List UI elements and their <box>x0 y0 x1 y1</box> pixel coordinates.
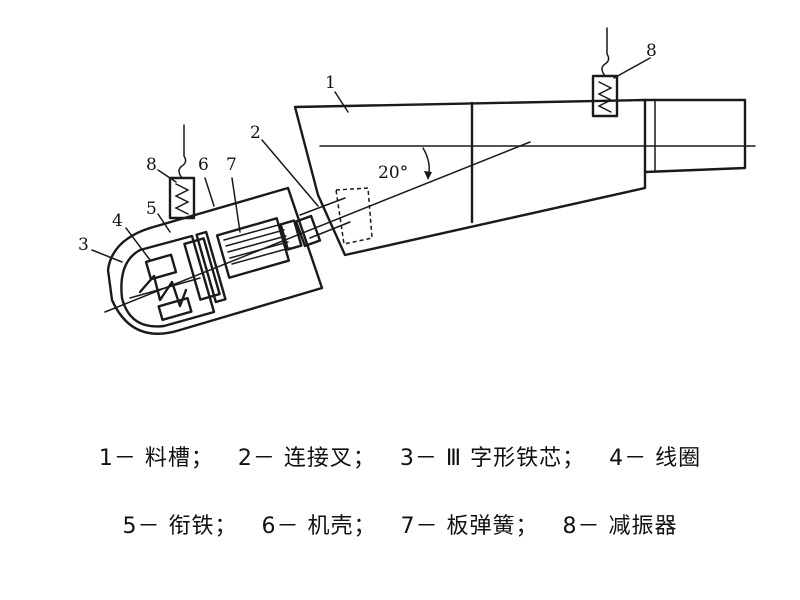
core-block-top <box>144 253 178 281</box>
legend-item: 1－ 料槽； <box>98 446 214 471</box>
legend-item: 4－ 线圈 <box>609 446 702 471</box>
legend-item: 3－ Ⅲ 字形铁芯； <box>399 446 586 471</box>
absorber-box <box>591 74 619 118</box>
armature-block <box>183 237 221 301</box>
leader-1 <box>334 91 349 113</box>
legend-row-2: 5－ 衔铁； 6－ 机壳； 7－ 板弹簧； 8－ 减振器 <box>0 508 800 540</box>
spring-clamp <box>279 219 303 251</box>
callout-2: 2 <box>250 123 261 143</box>
housing-inner-chamber <box>120 234 216 328</box>
callout-6: 6 <box>198 155 209 175</box>
leader-5 <box>157 213 171 233</box>
suspension-hook <box>178 124 187 179</box>
angle-arrowhead <box>424 171 432 180</box>
spring-leaf <box>223 223 283 241</box>
callout-8-left: 8 <box>146 155 157 175</box>
connecting-fork <box>294 187 373 248</box>
callout-labels: 1 2 3 4 5 6 7 8 8 <box>78 41 657 255</box>
spring-stack <box>215 217 291 279</box>
leader-lines <box>91 57 651 263</box>
callout-7: 7 <box>226 155 237 175</box>
leaf-springs <box>215 217 303 279</box>
absorber-zigzag <box>597 81 613 113</box>
leader-8a <box>157 169 177 183</box>
legend-item: 6－ 机壳； <box>261 514 377 539</box>
shock-absorber-left <box>168 124 196 220</box>
housing-outline <box>106 186 324 335</box>
fork-rod-bottom <box>309 221 351 239</box>
angle-label: 20° <box>378 163 408 183</box>
trough-outlet <box>643 98 747 174</box>
shock-absorber-right <box>591 27 619 118</box>
leader-2 <box>261 139 319 207</box>
coil-centre-line <box>129 277 201 299</box>
fork-dashed-outline <box>335 187 373 245</box>
callout-5: 5 <box>146 199 157 219</box>
vibrator-housing <box>106 186 324 335</box>
armature <box>183 230 227 304</box>
leader-8b <box>613 57 651 79</box>
iron-core-profile <box>138 274 188 308</box>
legend-row-1: 1－ 料槽； 2－ 连接叉； 3－ Ⅲ 字形铁芯； 4－ 线圈 <box>0 440 800 472</box>
legend-item: 5－ 衔铁； <box>122 514 238 539</box>
armature-flange <box>195 230 227 304</box>
core-block-bottom <box>157 296 193 322</box>
leader-4 <box>125 227 151 261</box>
callout-8-right: 8 <box>646 41 657 61</box>
spring-leaf <box>231 247 291 265</box>
trough: 20° <box>104 98 756 313</box>
legend-item: 2－ 连接叉； <box>237 446 376 471</box>
legend-item: 8－ 减振器 <box>562 514 678 539</box>
fork-rod-top <box>299 197 346 216</box>
leader-7 <box>231 177 241 233</box>
callout-4: 4 <box>112 211 123 231</box>
spring-leaf <box>229 241 289 259</box>
absorber-zigzag <box>174 183 190 215</box>
callout-1: 1 <box>325 73 336 93</box>
vibration-axis-line <box>104 141 531 313</box>
spring-leaf <box>225 229 285 247</box>
fork-clamp <box>294 214 322 248</box>
trough-outline <box>293 98 647 257</box>
spring-leaf <box>227 235 287 253</box>
legend-item: 7－ 板弹簧； <box>400 514 539 539</box>
callout-3: 3 <box>78 235 89 255</box>
leader-6 <box>204 177 215 207</box>
leader-3 <box>91 249 123 263</box>
vibrating-feeder-diagram: 20° <box>78 27 756 335</box>
absorber-box <box>168 176 196 220</box>
iron-core-and-coil <box>129 253 201 322</box>
suspension-hook <box>601 27 610 77</box>
